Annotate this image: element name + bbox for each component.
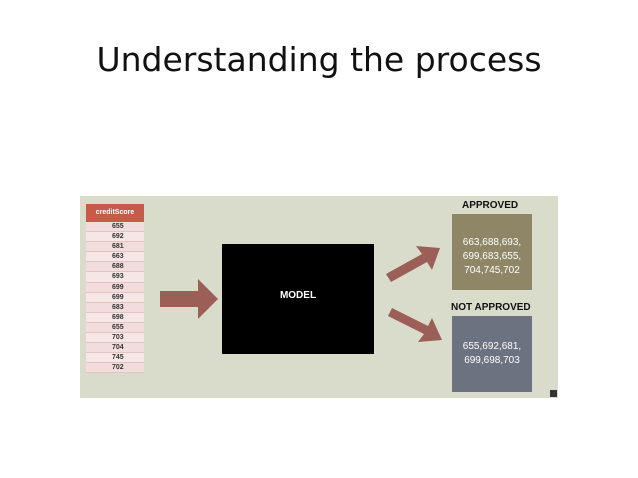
input-arrow xyxy=(160,279,218,319)
table-cell: 655 xyxy=(86,222,144,233)
not-approved-arrow xyxy=(388,308,442,342)
table-cell: 683 xyxy=(86,302,144,313)
table-cell: 655 xyxy=(86,322,144,334)
table-cell: 703 xyxy=(86,333,144,344)
table-cell: 693 xyxy=(86,272,144,283)
approved-values: 663,688,693, 699,683,655, 704,745,702 xyxy=(452,236,532,278)
table-cell: 704 xyxy=(86,343,144,354)
table-cell: 698 xyxy=(86,312,144,323)
table-cell: 702 xyxy=(86,363,144,374)
not-approved-line: 655,692,681, xyxy=(462,341,522,352)
slide-title: Understanding the process xyxy=(96,40,542,79)
approved-label: APPROVED xyxy=(462,200,519,211)
table-cell: 699 xyxy=(86,282,144,293)
table-cell: 663 xyxy=(86,252,144,263)
not-approved-values: 655,692,681, 699,698,703 xyxy=(452,340,532,368)
table-cell: 681 xyxy=(86,242,144,253)
approved-arrow xyxy=(386,246,440,282)
credit-score-table: creditScore 655 692 681 663 688 693 699 … xyxy=(86,204,144,374)
not-approved-line: 699,698,703 xyxy=(464,355,520,366)
table-cell: 745 xyxy=(86,353,144,364)
approved-line: 704,745,702 xyxy=(464,265,520,276)
not-approved-box: 655,692,681, 699,698,703 xyxy=(452,316,532,392)
table-cell: 699 xyxy=(86,292,144,303)
approved-line: 699,683,655, xyxy=(462,251,522,262)
table-cell: 688 xyxy=(86,262,144,273)
approved-box: 663,688,693, 699,683,655, 704,745,702 xyxy=(452,214,532,290)
corner-marker-icon xyxy=(550,390,557,397)
flow-arrows xyxy=(160,246,442,342)
model-box: MODEL xyxy=(222,244,374,354)
not-approved-label: NOT APPROVED xyxy=(451,302,531,313)
table-cell: 692 xyxy=(86,232,144,243)
table-header: creditScore xyxy=(86,204,144,222)
diagram-panel: creditScore 655 692 681 663 688 693 699 … xyxy=(80,196,558,398)
approved-line: 663,688,693, xyxy=(462,237,522,248)
model-label: MODEL xyxy=(279,290,317,301)
